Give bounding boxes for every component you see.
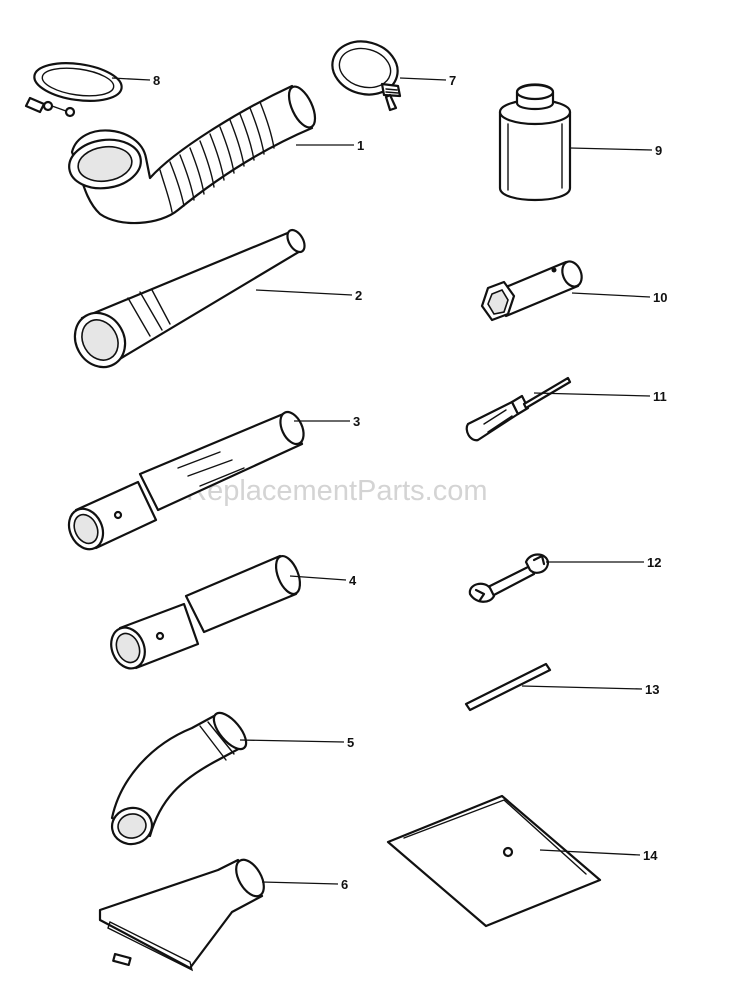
callout-11: 11 xyxy=(653,389,667,404)
filter-canister-9-icon xyxy=(498,83,572,202)
callout-1: 1 xyxy=(357,138,364,153)
callout-14: 14 xyxy=(643,848,658,863)
callout-7: 7 xyxy=(449,73,456,88)
fan-nozzle-6-icon xyxy=(98,858,265,972)
callout-3: 3 xyxy=(353,414,360,429)
spark-plug-wrench-10-icon xyxy=(480,260,583,322)
callout-9: 9 xyxy=(655,143,662,158)
hose-clamp-8-icon xyxy=(24,62,123,118)
flex-hose-1-icon xyxy=(68,84,317,225)
instruction-envelope-14-icon xyxy=(386,794,602,928)
callout-5: 5 xyxy=(347,735,354,750)
screwdriver-11-icon xyxy=(465,376,572,442)
blower-pipe-2-icon xyxy=(73,228,306,369)
short-pipe-4-icon xyxy=(110,554,302,670)
callout-13: 13 xyxy=(645,682,659,697)
callout-labels: 1 2 3 4 5 6 7 8 9 10 11 12 13 14 xyxy=(153,73,667,892)
callout-6: 6 xyxy=(341,877,348,892)
callout-8: 8 xyxy=(153,73,160,88)
leader-lines xyxy=(111,77,653,885)
callout-10: 10 xyxy=(653,290,667,305)
callout-12: 12 xyxy=(647,555,661,570)
hose-clamp-7-icon xyxy=(331,40,402,112)
open-end-wrench-12-icon xyxy=(468,553,550,603)
extension-pipe-3-icon xyxy=(67,410,305,551)
rod-13-icon xyxy=(464,662,552,712)
callout-2: 2 xyxy=(355,288,362,303)
curved-nozzle-5-icon xyxy=(110,711,248,846)
callout-4: 4 xyxy=(349,573,357,588)
